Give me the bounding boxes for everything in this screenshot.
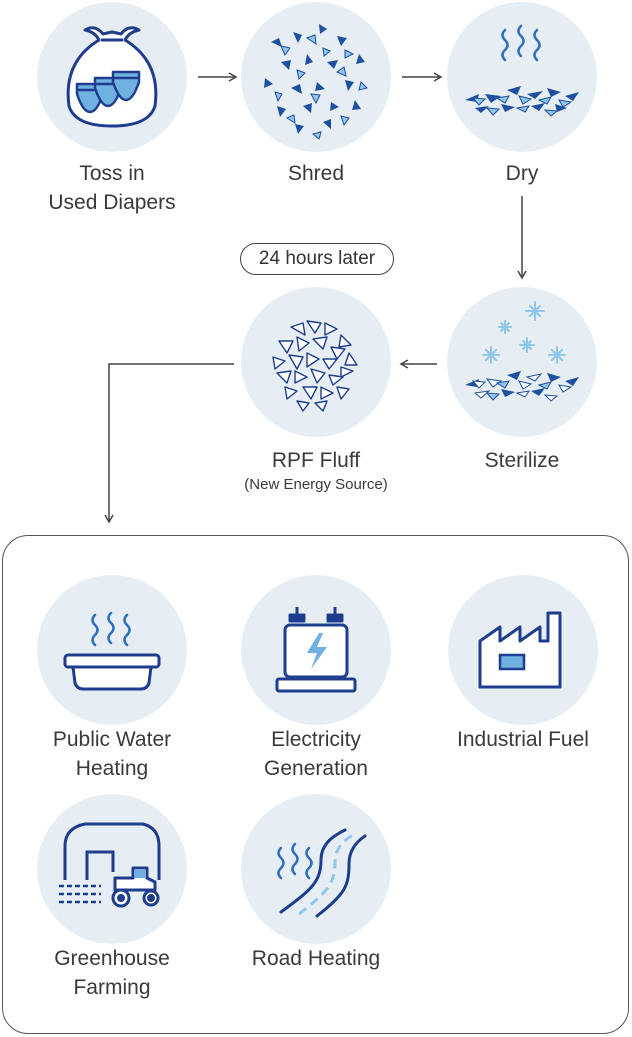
uses-panel [2,535,629,1034]
industrial-label: Industrial Fuel [457,728,589,751]
time-badge: 24 hours later [240,243,394,275]
rpf-label: RPF Fluff (New Energy Source) [216,446,416,495]
road-circle [241,794,391,944]
dry-circle [447,2,597,152]
road-label: Road Heating [251,947,381,970]
arrow-rpf-to-uses [104,363,234,524]
sterilize-pieces-icon [465,301,579,402]
sterilize-label: Sterilize [484,449,560,472]
sterilize-circle [447,287,597,437]
rpf-sublabel: (New Energy Source) [244,476,388,493]
rpf-fluff-icon [272,320,358,412]
dry-label: Dry [505,162,539,185]
shred-label: Shred [287,162,345,185]
toss-circle [37,2,187,152]
greenhouse-circle [37,794,187,944]
capacitor-bolt-icon [275,607,357,693]
shred-circle [241,2,391,152]
electricity-circle [241,575,391,725]
shredded-pieces-icon [264,24,368,140]
factory-icon [478,611,562,689]
rpf-circle [241,287,391,437]
drying-pieces-icon [465,24,579,117]
heated-tub-icon [63,611,161,691]
greenhouse-tractor-icon [59,822,161,908]
heated-road-icon [277,828,367,918]
water-circle [37,575,187,725]
diaper-bag-icon [66,26,158,128]
industrial-circle [448,575,598,725]
